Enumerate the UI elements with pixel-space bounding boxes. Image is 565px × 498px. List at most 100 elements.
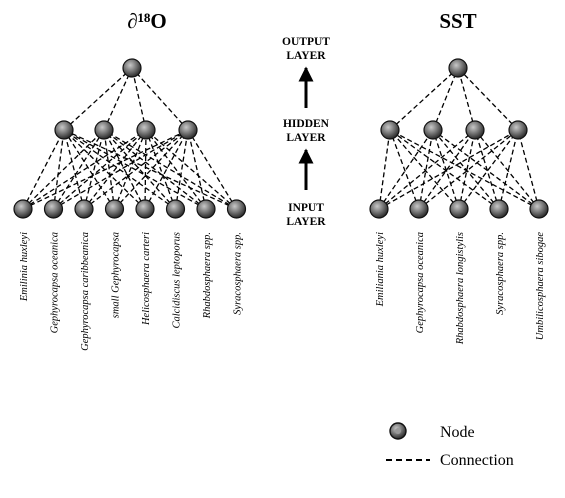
- input-node: [226, 199, 247, 219]
- input-layer-label-line2: LAYER: [286, 216, 326, 228]
- input-node: [196, 199, 216, 219]
- connection-line: [131, 67, 189, 131]
- connection-line: [63, 67, 133, 131]
- connection-line: [517, 129, 540, 210]
- connection-line: [144, 129, 189, 210]
- output-node: [448, 58, 468, 78]
- input-node: [135, 199, 155, 219]
- connection-line: [458, 129, 476, 210]
- connection-line: [187, 129, 207, 210]
- hidden-node: [465, 120, 485, 140]
- connection-line: [144, 129, 147, 210]
- input-node: [13, 199, 33, 219]
- input-node: [74, 199, 94, 219]
- input-node: [409, 199, 429, 219]
- connection-line: [52, 129, 65, 210]
- connection-line: [432, 129, 460, 210]
- input-node: [43, 199, 64, 219]
- input-species-label: Rhabdosphaera longistylis: [455, 232, 466, 345]
- hidden-node: [94, 120, 114, 140]
- input-layer-label-line1: INPUT: [288, 202, 324, 214]
- network-d18o: ∂¹⁸O Emilinia huxleyi Gephyrocapsa oceani…: [13, 9, 247, 351]
- connection-line: [432, 129, 540, 210]
- connection-line: [389, 129, 500, 210]
- connection-line: [145, 129, 207, 210]
- connection-line: [145, 129, 177, 210]
- connection-line: [63, 129, 207, 210]
- input-species-label: Rhabdosphaera spp.: [202, 232, 213, 319]
- connection-line: [103, 129, 176, 210]
- connection-line: [389, 129, 540, 210]
- input-species-label: Gephyrocapsa oceanica: [415, 232, 426, 333]
- connection-line: [83, 129, 105, 210]
- connection-line: [457, 67, 476, 131]
- connection-line: [378, 129, 391, 210]
- legend-node-label: Node: [440, 424, 475, 441]
- input-species-label: Helicosphaera carteri: [141, 232, 152, 326]
- connection-line: [63, 129, 176, 210]
- output-layer-label-line2: LAYER: [286, 50, 326, 62]
- connection-line: [389, 67, 459, 131]
- hidden-layer-label-line1: HIDDEN: [283, 118, 330, 130]
- connection-line: [103, 129, 207, 210]
- connection-line: [22, 129, 105, 210]
- connection-line: [418, 129, 519, 210]
- connection-line: [53, 129, 189, 210]
- legend-connection-label: Connection: [440, 452, 514, 469]
- input-node: [369, 199, 389, 219]
- connection-line: [52, 129, 105, 210]
- output-layer-label-line1: OUTPUT: [282, 36, 330, 48]
- connection-line: [474, 129, 540, 210]
- legend-node-icon-core: [395, 428, 401, 434]
- input-species-label: Gephyrocapsa caribbeanica: [80, 232, 91, 351]
- input-species-label: Gephyrocapsa oceanica: [50, 232, 61, 333]
- input-species-label: Umbilicosphaera sibogae: [535, 232, 546, 341]
- connection-line: [53, 129, 147, 210]
- connection-line: [418, 129, 476, 210]
- input-node: [104, 199, 125, 219]
- connection-line: [432, 67, 459, 131]
- connection-line: [83, 129, 147, 210]
- output-node: [122, 58, 142, 78]
- connection-line: [432, 129, 500, 210]
- network-title: ∂¹⁸O: [127, 9, 166, 33]
- hidden-node: [178, 120, 198, 140]
- connection-line: [22, 129, 65, 210]
- connection-line: [418, 129, 434, 210]
- connection-line: [63, 129, 85, 210]
- input-species-label: small Gephyrocapsa: [111, 232, 122, 318]
- connection-line: [389, 129, 420, 210]
- layer-labels: OUTPUT LAYER HIDDEN LAYER INPUT LAYER: [282, 36, 330, 228]
- connection-line: [131, 67, 147, 131]
- connection-line: [458, 129, 519, 210]
- input-node: [529, 199, 549, 219]
- input-species-label: Emiliania huxleyi: [375, 232, 386, 307]
- connection-line: [389, 129, 460, 210]
- input-species-label: Syracosphaera spp.: [233, 232, 244, 315]
- connection-line: [498, 129, 519, 210]
- legend: Node Connection: [386, 422, 514, 469]
- input-species-label: Syracosphaera spp.: [495, 232, 506, 315]
- connection-line: [378, 129, 519, 210]
- input-species-label: Calcidiscus leptoporus: [172, 232, 183, 329]
- input-node: [449, 199, 469, 219]
- connection-line: [63, 129, 146, 210]
- connection-line: [103, 129, 237, 210]
- connection-line: [103, 129, 116, 210]
- connection-line: [457, 67, 519, 131]
- input-species-label: Emilinia huxleyi: [19, 232, 30, 302]
- connection-line: [145, 129, 237, 210]
- connection-line: [174, 129, 189, 210]
- input-node: [165, 199, 186, 219]
- connection-line: [187, 129, 238, 210]
- hidden-node: [508, 120, 528, 140]
- hidden-node: [380, 120, 400, 140]
- hidden-node: [136, 120, 156, 140]
- hidden-layer-label-line2: LAYER: [286, 132, 326, 144]
- hidden-node: [54, 120, 74, 140]
- connection-line: [378, 129, 476, 210]
- network-title: SST: [439, 9, 476, 33]
- connection-line: [103, 67, 133, 131]
